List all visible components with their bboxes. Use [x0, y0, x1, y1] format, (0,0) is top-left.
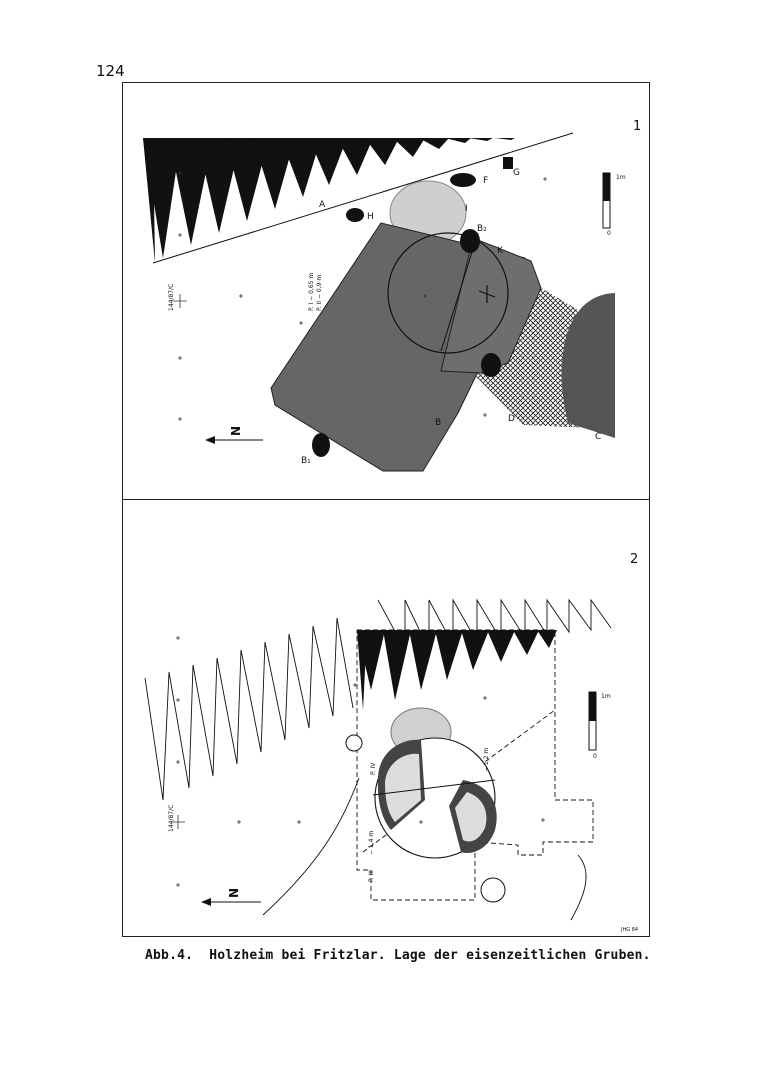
panel-number-2: 2 — [630, 552, 639, 567]
label-k: K — [497, 246, 504, 256]
pit-d — [481, 353, 501, 377]
site-plan-2: N 1m 0 144/87/C − 1,4 m − 1,2 m P. III P… — [144, 598, 612, 921]
label-c: C — [595, 432, 601, 442]
svg-text:0: 0 — [607, 230, 611, 237]
svg-text:N: N — [229, 426, 243, 436]
trench-outlines — [356, 629, 594, 901]
pit-b2 — [460, 229, 480, 253]
depth-p2: P. II − 0,9 m — [316, 275, 323, 311]
pit-h — [346, 208, 364, 222]
pit-b1 — [312, 433, 330, 457]
depth-label-2: − 1,2 m — [483, 748, 490, 772]
label-d: D — [508, 414, 515, 424]
profile-p3: P. III — [368, 870, 375, 882]
scale-bar: 1m 0 — [602, 172, 626, 237]
figure-panel-2: N 1m 0 144/87/C − 1,4 m − 1,2 m P. III P… — [122, 499, 650, 937]
excavation-edge-hatch — [143, 132, 574, 264]
feature-d-crosshatch — [463, 283, 593, 428]
grid-label: 144/87/C — [168, 805, 175, 832]
label-b1: B₁ — [301, 456, 311, 466]
figure-caption: Abb.4. Holzheim bei Fritzlar. Lage der e… — [145, 948, 651, 963]
pit-main — [372, 737, 497, 859]
excavation-edge-hatch — [357, 630, 557, 710]
grid-crosses — [173, 171, 547, 421]
drawing-stamp: JHG 84 — [621, 927, 639, 933]
figure-panel-1: N 1m 0 144/87/C P. I − 0,65 m P. II − 0,… — [122, 82, 650, 500]
pit-f — [450, 173, 476, 187]
label-f: F — [483, 176, 488, 186]
label-a: A — [319, 200, 326, 210]
panel-number-1: 1 — [633, 119, 642, 134]
north-arrow: N — [201, 888, 261, 906]
boundary-line — [262, 777, 360, 916]
svg-text:1m: 1m — [616, 174, 626, 181]
svg-text:1m: 1m — [601, 693, 611, 700]
label-h: H — [367, 212, 374, 222]
north-arrow: N — [205, 426, 263, 444]
grid-crosses — [171, 636, 545, 887]
label-b: B — [435, 418, 441, 428]
label-b2: B₂ — [477, 224, 487, 234]
svg-text:0: 0 — [593, 753, 597, 760]
grid-label: 144/87/C — [168, 284, 175, 311]
depth-p1: P. I − 0,65 m — [308, 273, 315, 311]
scale-bar: 1m 0 — [588, 691, 611, 760]
pit-outline-circle — [387, 232, 509, 354]
label-i: I — [465, 204, 468, 214]
pit-g — [503, 157, 513, 169]
svg-text:N: N — [227, 888, 241, 898]
profile-p4: P. IV — [370, 762, 377, 775]
feature-c — [561, 293, 615, 438]
depth-label-1: − 1,4 m — [368, 831, 375, 855]
boundary-line-right — [570, 854, 587, 921]
site-plan-1: N 1m 0 144/87/C P. I − 0,65 m P. II − 0,… — [143, 132, 626, 472]
label-g: G — [513, 168, 520, 178]
page-number: 124 — [96, 62, 125, 80]
